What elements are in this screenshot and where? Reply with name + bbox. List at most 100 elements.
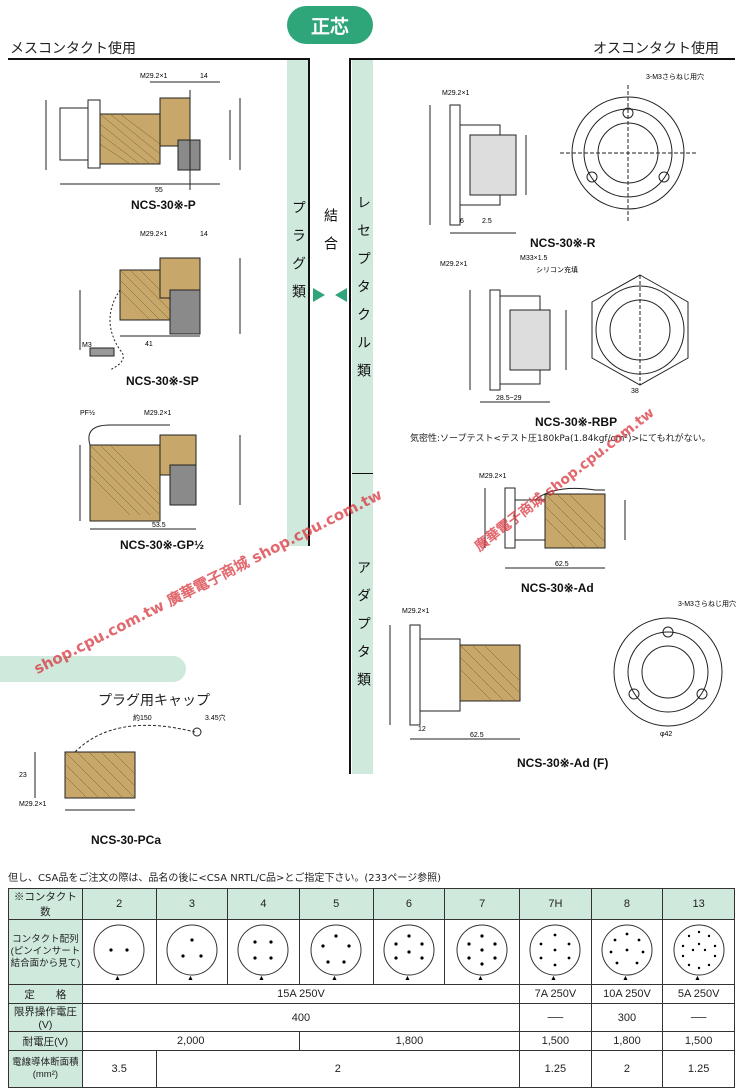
key-mark: ▲ [114,975,121,982]
layout-13: ▲ [662,919,735,985]
part-ncs-30-ad: NCS-30※-Ad [521,581,594,595]
dim-14: 14 [200,73,208,80]
couple-label: 結合 [322,208,338,264]
contacts-cell: 7H [519,888,592,920]
wire-cell: 1.25 [662,1050,735,1088]
couple-arrows-icon [313,288,347,302]
dim-r-thread: 3-M3さらねじ用穴 [646,72,704,81]
dim-pf: PF½ [80,409,95,417]
dim-55: 55 [155,187,163,194]
key-mark: ▲ [404,975,411,982]
drawing-ncs-30-sp: M29.2×1 14 41 M3 [79,231,241,371]
table-row-layout: コンタクト配列 (ピンインサート 結合面から見て) ▲ ▲ ▲ ▲ ▲ ▲ ▲ … [8,919,735,985]
key-mark: ▲ [694,975,701,982]
contacts-cell: 6 [372,888,446,920]
receptacle-panel [352,60,373,473]
dim-cap-m29: M29.2×1 [19,801,47,808]
limit-cell: ── [519,1003,592,1032]
key-mark: ▲ [187,975,194,982]
row-label-rating: 定 格 [8,984,83,1004]
key-mark: ▲ [258,975,265,982]
part-ncs-30-gp: NCS-30※-GP½ [120,538,205,552]
contacts-cell: 8 [590,888,664,920]
table-row-rating: 定 格 15A 250V 7A 250V 10A 250V 5A 250V [8,984,735,1004]
table-row-limit-voltage: 限界操作電圧(V) 400 ── 300 ── [8,1003,735,1032]
row-label-contacts: ※コンタクト数 [8,888,83,920]
limit-cell: 400 [81,1003,521,1032]
contacts-cell: 2 [81,888,157,920]
rating-cell: 7A 250V [519,984,592,1004]
part-ncs-30-pca: NCS-30-PCa [91,833,162,847]
right-title: オスコンタクト使用 [593,41,719,57]
layout-2: ▲ [81,919,157,985]
dim-sp-14: 14 [200,231,208,238]
left-title-rule [8,58,310,60]
limit-cell: 300 [590,1003,664,1032]
dim-ad-625: 62.5 [555,561,569,568]
drawing-ncs-30-r-front: 3-M3さらねじ用穴 [560,72,704,221]
withstand-cell: 1,800 [590,1031,664,1051]
left-title: メスコンタクト使用 [10,41,136,57]
table-row-withstand: 耐電圧(V) 2,000 1,800 1,500 1,800 1,500 [8,1031,735,1051]
table-note: 但し、CSA品をご注文の際は、品名の後に<CSA NRTL/C品>とご指定下さい… [8,873,442,884]
row-label-layout: コンタクト配列 (ピンインサート 結合面から見て) [8,919,83,985]
contacts-cell: 13 [662,888,735,920]
dim-gp-m29: M29.2×1 [144,410,172,417]
layout-3: ▲ [155,919,229,985]
dim-rbp-2829: 28.5~29 [496,395,522,402]
limit-cell: ── [662,1003,735,1032]
dim-adf-12: 12 [418,726,426,733]
drawing-ncs-30-p: M29.2×1 14 55 [45,73,241,194]
layout-4: ▲ [227,919,300,985]
drawing-ncs-30-adf-front: 3-M3さらねじ用穴 φ42 [613,599,736,738]
right-panel-rule [349,60,351,774]
dim-adf-m29: M29.2×1 [402,608,430,615]
right-title-rule [349,58,735,60]
wire-cell: 3.5 [81,1050,157,1088]
withstand-cell: 1,500 [519,1031,592,1051]
drawing-ncs-30-adf: M29.2×1 12 62.5 [389,608,521,740]
dim-345: 3.45穴 [205,713,226,722]
layout-6: ▲ [372,919,446,985]
rating-cell: 15A 250V [81,984,521,1004]
key-mark: ▲ [477,975,484,982]
plug-label: プラグ類 [290,200,306,312]
panel-divider [352,473,373,474]
drawing-ncs-30-pca: 約150 3.45穴 23 M29.2×1 [19,713,226,811]
dim-r-6: 6 [460,218,464,225]
layout-8: ▲ [590,919,664,985]
dim-m3: M3 [82,342,92,349]
dim-m33: M33×1.5 [520,255,548,262]
contacts-cell: 7 [444,888,521,920]
part-ncs-30-adf: NCS-30※-Ad (F) [517,756,609,770]
spec-table: ※コンタクト数 2 3 4 5 6 7 7H 8 13 コンタクト配列 (ピンイ… [8,888,735,1088]
dim-r-25: 2.5 [482,218,492,225]
receptacle-label: レセプタクル類 [355,195,371,391]
cap-section-title: プラグ用キャップ [98,693,210,709]
contacts-cell: 5 [298,888,374,920]
row-label-limit-voltage: 限界操作電圧(V) [8,1003,83,1032]
row-label-withstand: 耐電圧(V) [8,1031,83,1051]
dim-rbp-38: 38 [631,388,639,395]
rbp-note: 気密性:ソープテスト<テスト圧180kPa(1.84kgf/cm²)>にてもれが… [410,434,711,444]
drawing-ncs-30-ad: M29.2×1 62.5 [479,473,626,569]
wire-cell: 2 [155,1050,521,1088]
contacts-cell: 4 [227,888,300,920]
dim-adf-625: 62.5 [470,732,484,739]
withstand-cell: 2,000 [81,1031,300,1051]
contacts-cell: 3 [155,888,229,920]
center-tab: 正芯 [287,6,373,44]
dim-42: φ42 [660,731,672,738]
dim-r-m29: M29.2×1 [442,90,470,97]
drawing-ncs-30-gp: PF½ M29.2×1 53.5 [79,409,241,530]
table-row-wire: 電線導体断面積 (mm²) 3.5 2 1.25 2 1.25 [8,1050,735,1088]
dim-23: 23 [19,772,27,779]
dim-ad-m29: M29.2×1 [479,473,507,480]
dim-41: 41 [145,341,153,348]
withstand-cell: 1,500 [662,1031,735,1051]
dim-535: 53.5 [152,522,166,529]
part-ncs-30-rbp: NCS-30※-RBP [535,415,618,429]
part-ncs-30-sp: NCS-30※-SP [126,374,199,388]
drawing-ncs-30-r: M29.2×1 6 2.5 [429,90,527,234]
key-mark: ▲ [550,975,557,982]
